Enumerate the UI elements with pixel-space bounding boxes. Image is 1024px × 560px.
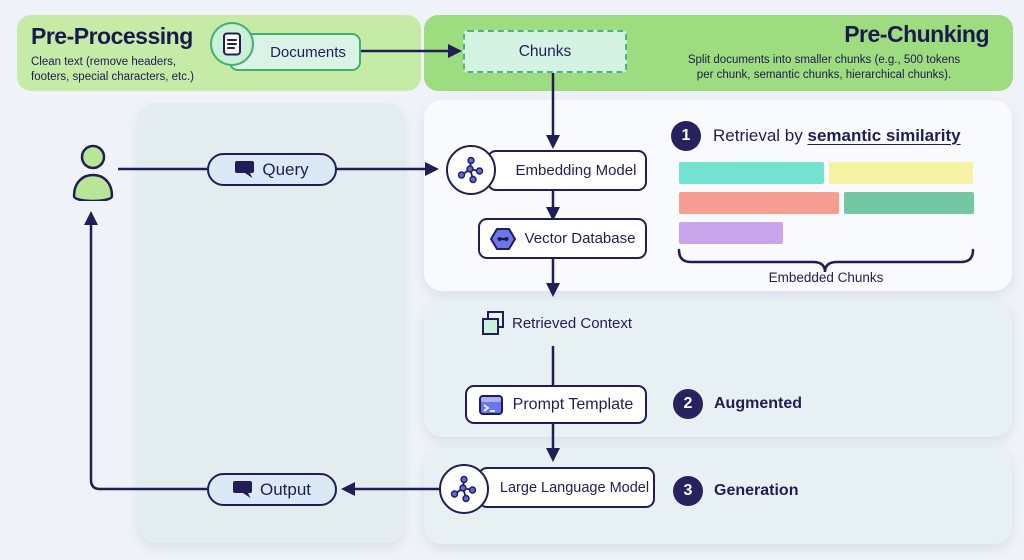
pre-chunking-subtitle-line1: Split documents into smaller chunks (e.g…: [687, 54, 961, 66]
step-3-badge: 3: [673, 476, 703, 506]
network-icon: [457, 156, 484, 184]
prompt-template-node: Prompt Template: [465, 385, 647, 424]
embedded-chunk-bar: [844, 192, 974, 214]
terminal-icon: [478, 394, 503, 415]
documents-label: Documents: [270, 43, 346, 61]
embedding-model-label: Embedding Model: [515, 162, 637, 179]
output-label: Output: [259, 479, 312, 499]
hexagon-database-icon: [489, 227, 516, 250]
llm-label: Large Language Model: [499, 479, 650, 496]
augmented-label: Augmented: [714, 395, 802, 412]
network-icon: [450, 475, 477, 503]
query-node: Query: [207, 153, 337, 186]
step-1-badge: 1: [671, 121, 701, 151]
embedded-chunk-bar: [679, 222, 783, 244]
chunks-label: Chunks: [518, 42, 572, 60]
chunks-node: Chunks: [463, 30, 627, 73]
step-2-number: 2: [683, 395, 693, 412]
documents-icon-circle: [210, 22, 254, 66]
retrieval-title: Retrieval by semantic similarity: [713, 126, 961, 146]
step-1-number: 1: [681, 127, 691, 144]
output-node: Output: [207, 473, 337, 506]
vector-database-node: Vector Database: [478, 218, 647, 259]
chat-icon: [232, 481, 252, 498]
prompt-template-label: Prompt Template: [512, 395, 634, 413]
retrieved-context-icon: [482, 311, 504, 335]
embedded-chunk-bar: [829, 162, 973, 184]
document-icon: [223, 32, 241, 56]
embedded-chunks-bars: [679, 162, 974, 252]
embedded-chunks-caption: Embedded Chunks: [768, 270, 884, 285]
pre-processing-subtitle-line2: footers, special characters, etc.): [31, 71, 194, 83]
embedding-model-circle: [446, 145, 496, 195]
user-icon: [72, 144, 114, 201]
embedding-model-node: Embedding Model: [487, 150, 647, 191]
vector-database-label: Vector Database: [524, 230, 636, 247]
step-2-badge: 2: [673, 389, 703, 419]
chat-icon: [235, 161, 255, 178]
llm-node: Large Language Model: [478, 467, 655, 508]
generation-label: Generation: [714, 482, 799, 499]
pre-processing-subtitle-line1: Clean text (remove headers,: [31, 56, 177, 68]
embedded-chunk-bar: [679, 192, 839, 214]
pre-processing-title: Pre-Processing: [31, 23, 193, 49]
retrieved-context-label: Retrieved Context: [512, 315, 633, 332]
query-label: Query: [262, 159, 309, 179]
step-3-number: 3: [683, 482, 693, 499]
retrieval-title-emphasis: semantic similarity: [807, 126, 961, 145]
pre-chunking-subtitle-line2: per chunk, semantic chunks, hierarchical…: [696, 69, 952, 81]
llm-circle: [439, 464, 489, 514]
retrieval-title-prefix: Retrieval by: [713, 126, 808, 145]
pre-chunking-title: Pre-Chunking: [844, 21, 989, 47]
embedded-chunk-bar: [679, 162, 824, 184]
